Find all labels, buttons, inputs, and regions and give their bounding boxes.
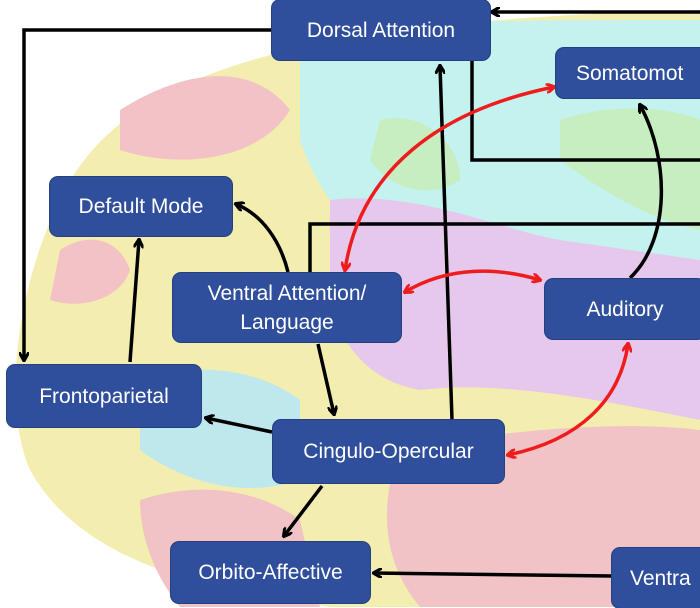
node-cingulo-opercular: Cingulo-Opercular xyxy=(273,420,504,483)
node-frontoparietal: Frontoparietal xyxy=(7,365,201,427)
node-somatomotor: Somatomot xyxy=(556,48,700,98)
node-dorsal-attention: Dorsal Attention xyxy=(272,0,490,60)
ventral-attention-label-line1: Ventral Attention/ xyxy=(207,281,367,305)
arrow-cingulo-to-orbito xyxy=(284,484,324,536)
node-ventral-attention-language: Ventral Attention/ Language xyxy=(173,273,401,342)
node-auditory: Auditory xyxy=(545,279,700,339)
bidirectional-somatomotor-ventral xyxy=(345,87,554,270)
bidirectional-cingulo-auditory xyxy=(508,344,628,455)
arrow-ventral-to-orbito xyxy=(374,573,613,576)
node-default-mode: Default Mode xyxy=(50,177,232,236)
node-ventral: Ventra xyxy=(612,548,700,608)
arrow-cingulo-to-frontoparietal xyxy=(206,418,273,434)
ventral-attention-label-line2: Language xyxy=(240,310,334,334)
arrow-ventral-to-cingulo xyxy=(316,343,334,414)
arrow-frontoparietal-to-default-mode xyxy=(128,240,139,363)
arrow-ventral-to-default-mode xyxy=(236,204,290,273)
arrow-dorsal-attention-to-frontoparietal xyxy=(24,28,272,360)
line-ventral-attention-right xyxy=(308,222,700,272)
bidirectional-ventral-auditory xyxy=(405,269,540,292)
arrow-cingulo-to-dorsal-attention xyxy=(440,66,454,421)
arrow-auditory-to-somatomotor xyxy=(628,105,664,280)
node-orbito-affective: Orbito-Affective xyxy=(171,542,370,603)
